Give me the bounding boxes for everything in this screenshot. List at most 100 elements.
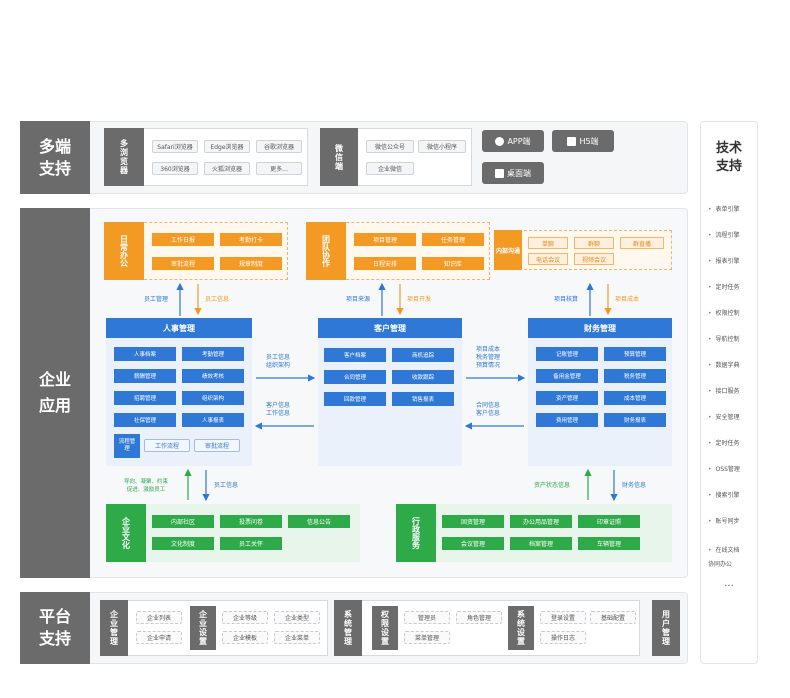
browser-chip: 火狐浏览器 bbox=[204, 162, 250, 175]
label-hr-to-crm: 员工信息 组织架构 bbox=[266, 354, 291, 369]
admin-chip: 档案管理 bbox=[510, 537, 572, 550]
comm-chip: 群直播 bbox=[620, 237, 664, 249]
crm-title: 客户管理 bbox=[318, 318, 462, 338]
perm-settings-label: 权限设置 bbox=[372, 606, 398, 650]
culture-label: 企业文化 bbox=[106, 504, 146, 562]
tech-item: 流程引擎 bbox=[708, 230, 740, 239]
label-fin-to-crm: 合同信息 客户信息 bbox=[476, 402, 501, 417]
ent-setting-chip: 企业等级 bbox=[222, 611, 268, 624]
browser-chip: Edge浏览器 bbox=[204, 140, 250, 153]
ent-settings-label: 企业设置 bbox=[190, 606, 216, 650]
hr-chip: 人事报表 bbox=[182, 413, 244, 427]
enterprise-mgmt-label: 企业管理 bbox=[100, 600, 128, 656]
finance-title: 财务管理 bbox=[528, 318, 672, 338]
label-staff-info-2: 员工信息 bbox=[214, 482, 239, 489]
hr-chip: 绩效考核 bbox=[182, 369, 244, 383]
tech-item: 数据字典 bbox=[708, 360, 740, 369]
culture-chip: 信息公告 bbox=[288, 515, 350, 528]
desktop-icon bbox=[495, 168, 504, 178]
enterprise-label: 企业 应用 bbox=[20, 208, 90, 578]
tech-more: ... bbox=[724, 578, 734, 589]
wechat-chip: 微信公众号 bbox=[366, 140, 414, 153]
admin-chip: 会议管理 bbox=[442, 537, 504, 550]
tech-item: 表单引擎 bbox=[708, 204, 740, 213]
desktop-label: 桌面端 bbox=[507, 168, 531, 178]
browser-chip: 360浏览器 bbox=[152, 162, 198, 175]
app-icon bbox=[495, 136, 505, 146]
daily-office-label: 日常办公 bbox=[104, 222, 144, 280]
perm-chip: 管理员 bbox=[404, 611, 450, 624]
label-project-check: 项目核算 bbox=[554, 296, 579, 303]
ent-chip: 企业申请 bbox=[136, 631, 182, 644]
hr-flow-label: 流程管理 bbox=[114, 434, 140, 458]
finance-chip: 财务报表 bbox=[604, 413, 666, 427]
admin-label: 行政服务 bbox=[396, 504, 436, 562]
wechat-group-label: 微信端 bbox=[320, 128, 358, 186]
sys-chip: 操作日志 bbox=[540, 631, 586, 644]
tech-item: 在线文档 协同办公 bbox=[708, 544, 740, 572]
comm-chip: 单聊 bbox=[528, 237, 568, 249]
tech-item: OSS管理 bbox=[708, 464, 740, 473]
tech-item: 账号同步 bbox=[708, 516, 740, 525]
finance-chip: 资产管理 bbox=[536, 391, 598, 405]
browser-chip: 谷歌浏览器 bbox=[256, 140, 302, 153]
app-terminal: APP端 bbox=[482, 130, 544, 152]
label-asset-status: 资产状态信息 bbox=[534, 482, 571, 489]
culture-chip: 内部社区 bbox=[152, 515, 214, 528]
daily-chip: 规章制度 bbox=[220, 257, 282, 270]
daily-chip: 审批流程 bbox=[152, 257, 214, 270]
culture-chip: 员工关怀 bbox=[220, 537, 282, 550]
team-label: 团队协作 bbox=[306, 222, 346, 280]
team-chip: 日程安排 bbox=[354, 257, 416, 270]
finance-chip: 税务管理 bbox=[604, 369, 666, 383]
culture-chip: 投票问卷 bbox=[220, 515, 282, 528]
label-project-dev: 项目开发 bbox=[407, 296, 432, 303]
finance-chip: 预算管理 bbox=[604, 347, 666, 361]
tech-item: 报表引擎 bbox=[708, 256, 740, 265]
label-staff-info: 员工信息 bbox=[205, 296, 230, 303]
perm-chip: 角色管理 bbox=[456, 611, 502, 624]
team-chip: 项目管理 bbox=[354, 233, 416, 246]
perm-chip: 菜单管理 bbox=[404, 631, 450, 644]
comm-chip: 视频会议 bbox=[574, 253, 614, 265]
wechat-chip: 微信小程序 bbox=[418, 140, 466, 153]
browser-group-label: 多浏览器 bbox=[104, 128, 144, 186]
finance-chip: 记账管理 bbox=[536, 347, 598, 361]
admin-chip: 办公用品管理 bbox=[510, 515, 572, 528]
culture-chip: 文化制度 bbox=[152, 537, 214, 550]
admin-chip: 车辆管理 bbox=[578, 537, 640, 550]
label-crm-to-fin: 项目成本 税务管理 预算情况 bbox=[476, 346, 501, 369]
hr-chip: 招聘管理 bbox=[114, 391, 176, 405]
hr-flow-chip: 工作流程 bbox=[144, 439, 190, 452]
tech-item: 接口服务 bbox=[708, 386, 740, 395]
label-fin-info: 财务信息 bbox=[622, 482, 647, 489]
finance-chip: 费用管理 bbox=[536, 413, 598, 427]
admin-chip: 固资管理 bbox=[442, 515, 504, 528]
tech-label: 技术 支持 bbox=[715, 141, 742, 174]
comm-label: 内部沟通 bbox=[494, 230, 522, 270]
ent-setting-chip: 企业模板 bbox=[222, 631, 268, 644]
admin-block bbox=[396, 504, 672, 562]
h5-label: H5端 bbox=[579, 136, 599, 146]
team-chip: 任务管理 bbox=[422, 233, 484, 246]
browser-chip: Safari浏览器 bbox=[152, 140, 198, 153]
crm-chip: 商机追踪 bbox=[392, 348, 454, 362]
tech-item: 定时任务 bbox=[708, 438, 740, 447]
wechat-chip: 企业微信 bbox=[366, 162, 414, 175]
sys-chip: 登录设置 bbox=[540, 611, 586, 624]
label-crm-to-hr: 客户信息 工作信息 bbox=[266, 402, 291, 417]
daily-chip: 考勤打卡 bbox=[220, 233, 282, 246]
hr-chip: 组织架构 bbox=[182, 391, 244, 405]
html5-icon bbox=[567, 136, 577, 146]
label-staff-mgmt: 员工管理 bbox=[144, 296, 169, 303]
app-label: APP端 bbox=[507, 136, 531, 146]
comm-chip: 群聊 bbox=[574, 237, 614, 249]
tech-item: 安全管理 bbox=[708, 412, 740, 421]
crm-chip: 客户档案 bbox=[324, 348, 386, 362]
crm-chip: 收款跟踪 bbox=[392, 370, 454, 384]
desktop-terminal: 桌面端 bbox=[482, 162, 544, 184]
tech-item: 搜索引擎 bbox=[708, 490, 740, 499]
hr-chip: 薪酬管理 bbox=[114, 369, 176, 383]
hr-chip: 人事档案 bbox=[114, 347, 176, 361]
